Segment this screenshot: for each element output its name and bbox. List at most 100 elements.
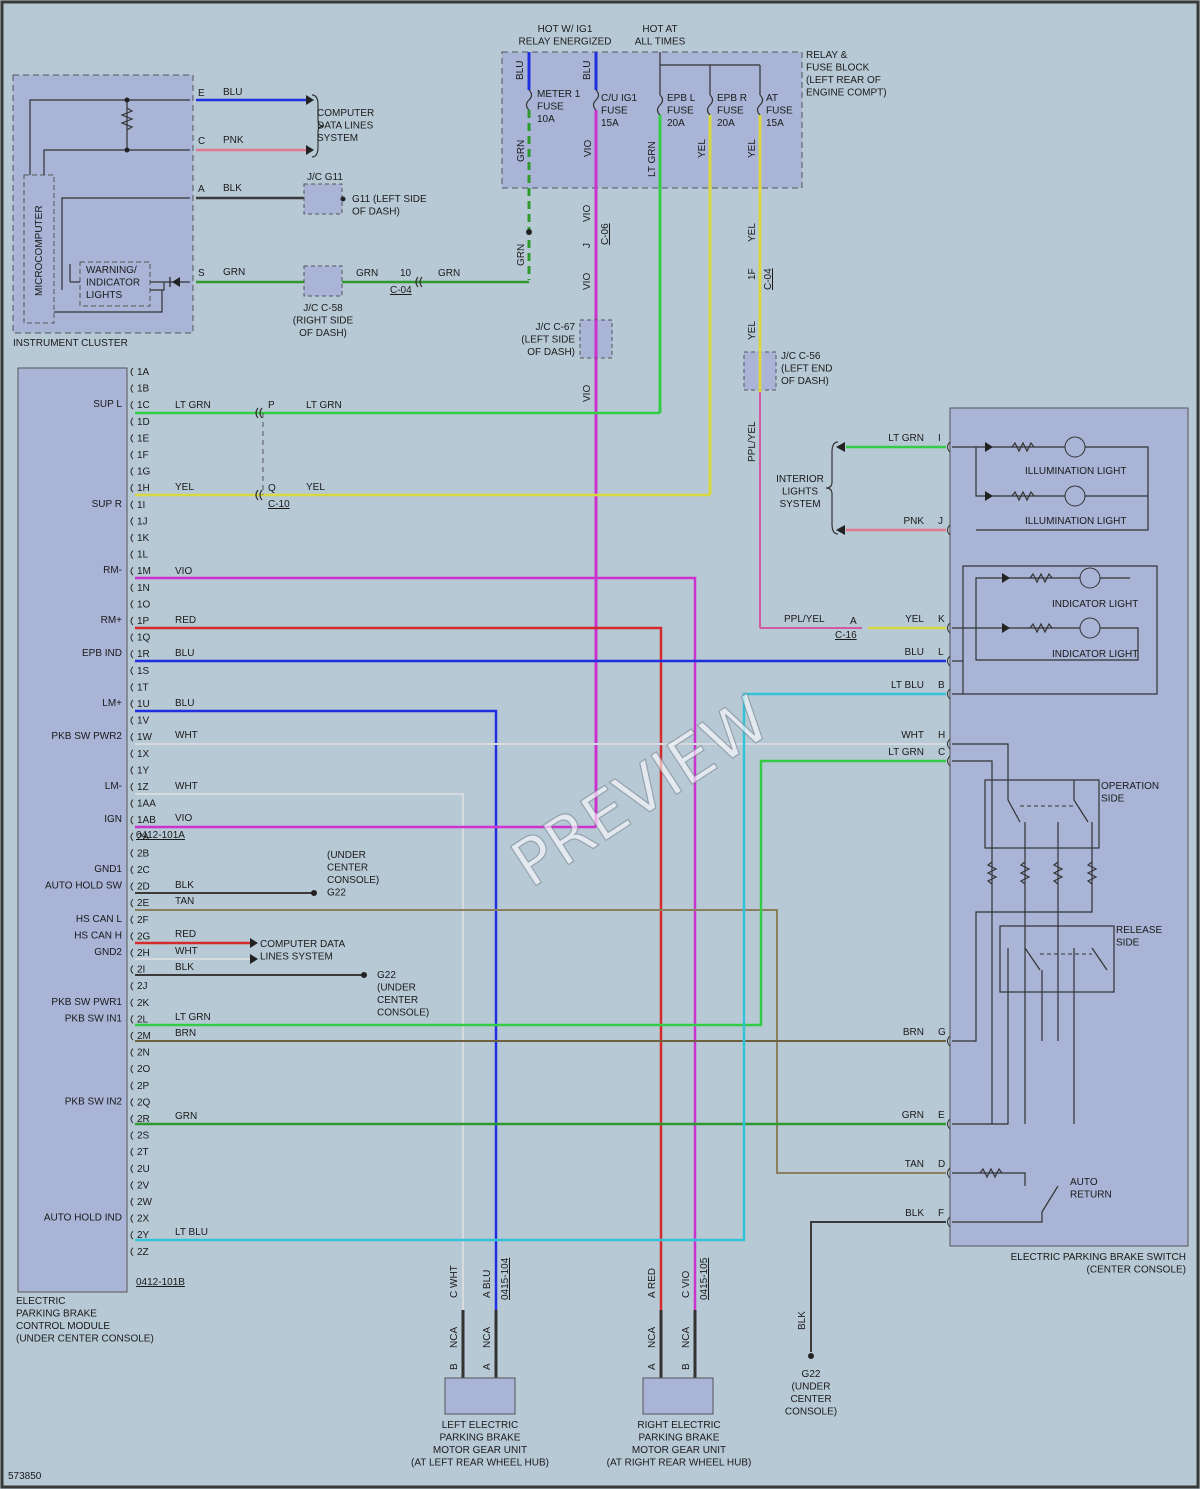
signal-lm-: LM+ xyxy=(102,698,122,709)
cluster-connectors: E C A S BLU PNK BLK GRN xyxy=(198,87,245,279)
grn-vertical-label: GRN xyxy=(516,244,527,266)
module-pin-2g: 2G xyxy=(137,931,151,942)
module-pin-1d: 1D xyxy=(137,417,150,428)
resistor-icon xyxy=(986,861,998,885)
fuse4-out-wire: YEL xyxy=(697,139,708,158)
switch-pin-e: E xyxy=(938,1110,945,1121)
signal-auto-hold-sw: AUTO HOLD SW xyxy=(45,881,123,892)
microcomputer-label: MICROCOMPUTER xyxy=(34,205,45,296)
module-pin-2y: 2Y xyxy=(137,1230,150,1241)
module-pin-2i: 2I xyxy=(137,965,145,976)
illum-light-2-label: ILLUMINATION LIGHT xyxy=(1025,516,1127,527)
resistor-icon xyxy=(1011,441,1035,453)
resistor-icon xyxy=(1029,622,1053,634)
w-hs-can-h: WHT xyxy=(175,946,198,957)
ppl-yel-vertical-label: PPL/YEL xyxy=(747,421,758,462)
w-rm-plus: RED xyxy=(175,615,196,626)
switch-wire-d: TAN xyxy=(905,1159,924,1170)
c06-pin-j: J xyxy=(582,243,593,248)
module-pin-2h: 2H xyxy=(137,948,150,959)
resistor-icon xyxy=(1011,490,1035,502)
right-motor-nca1: NCA xyxy=(647,1327,658,1348)
w-pkb-pwr2: WHT xyxy=(175,730,198,741)
c10-pin-q: Q xyxy=(268,483,276,494)
jc-g11-name: J/C G11 xyxy=(307,172,343,183)
switch-wire-c: LT GRN xyxy=(888,747,924,758)
module-pin-2w: 2W xyxy=(137,1197,153,1208)
figure-id: 573850 xyxy=(8,1471,42,1482)
switch-pin-j: J xyxy=(938,516,943,527)
signal-epb-ind: EPB IND xyxy=(82,648,122,659)
module-pin-1r: 1R xyxy=(137,649,150,660)
resistor-icon xyxy=(120,107,134,131)
resistor-icon xyxy=(1019,861,1031,885)
c04-pin-1f: 1F xyxy=(747,268,758,280)
module-pin-1v: 1V xyxy=(137,716,150,727)
fuse2-top-wire: BLU xyxy=(582,61,593,80)
c10-yel-label: YEL xyxy=(306,482,325,493)
vio-top-label: VIO xyxy=(582,205,593,222)
right-motor-connector: 0415-105 xyxy=(699,1257,710,1300)
switch-wire-e: GRN xyxy=(902,1110,924,1121)
c58-wire-label: GRN xyxy=(356,268,378,279)
signal-gnd1: GND1 xyxy=(94,864,122,875)
resistor-icon xyxy=(1052,861,1064,885)
module-pin-2n: 2N xyxy=(137,1048,150,1059)
signal-hs-can-h: HS CAN H xyxy=(74,930,122,941)
w-auto-hold-sw: TAN xyxy=(175,896,194,907)
fuse1-top-wire: BLU xyxy=(515,61,526,80)
w-lm-plus: BLU xyxy=(175,698,194,709)
switch-wire-j: PNK xyxy=(903,516,924,527)
left-motor-pin-b: B xyxy=(449,1363,460,1370)
diode-icon xyxy=(1002,573,1010,583)
signal-rm-: RM- xyxy=(103,565,122,576)
module-connector-a: 0412-101A xyxy=(136,830,185,841)
switch-wire-i: LT GRN xyxy=(888,433,924,444)
signal-auto-hold-ind: AUTO HOLD IND xyxy=(44,1213,122,1224)
module-pin-2k: 2K xyxy=(137,998,150,1009)
module-pin-1q: 1Q xyxy=(137,633,151,644)
module-pin-1i: 1I xyxy=(137,500,145,511)
indicator-light-2-label: INDICATOR LIGHT xyxy=(1052,649,1138,660)
signal-sup-r: SUP R xyxy=(92,499,122,510)
w-gnd2: BLK xyxy=(175,962,194,973)
module-pin-list: 1A1B1C1D1E1F1G1H1I1J1K1L1M1N1O1P1Q1R1S1T… xyxy=(130,367,156,1258)
signal-rm-: RM+ xyxy=(101,615,123,626)
diode-icon xyxy=(1002,623,1010,633)
yel-mid-label: YEL xyxy=(747,321,758,340)
fuse1-out-wire: GRN xyxy=(516,140,527,162)
module-wires xyxy=(135,411,946,1352)
c10-connector-label: C-10 xyxy=(268,499,290,510)
w-sup-l: LT GRN xyxy=(175,400,211,411)
module-pin-2z: 2Z xyxy=(137,1247,149,1258)
w-lm-minus: WHT xyxy=(175,781,198,792)
module-pin-2q: 2Q xyxy=(137,1097,151,1108)
module-pin-1j: 1J xyxy=(137,516,148,527)
c04-pin-10: 10 xyxy=(400,268,412,279)
c04-connector-label: C-04 xyxy=(390,285,412,296)
diode-icon xyxy=(985,442,993,452)
module-pin-2b: 2B xyxy=(137,848,150,859)
ground-icon xyxy=(808,1353,814,1359)
fuse3-out-wire: LT GRN xyxy=(647,141,658,177)
module-pin-1ab: 1AB xyxy=(137,815,156,826)
instrument-cluster: INSTRUMENT CLUSTER MICROCOMPUTER WARNING… xyxy=(12,74,194,349)
indicator-light-1-label: INDICATOR LIGHT xyxy=(1052,599,1138,610)
jc-c58-box xyxy=(303,265,343,297)
ground-icon xyxy=(340,196,346,202)
lamp-icon xyxy=(1064,436,1086,458)
c16-pin-a: A xyxy=(850,616,857,627)
module-pin-2s: 2S xyxy=(137,1131,150,1142)
right-motor-wire2: C VIO xyxy=(681,1271,692,1298)
